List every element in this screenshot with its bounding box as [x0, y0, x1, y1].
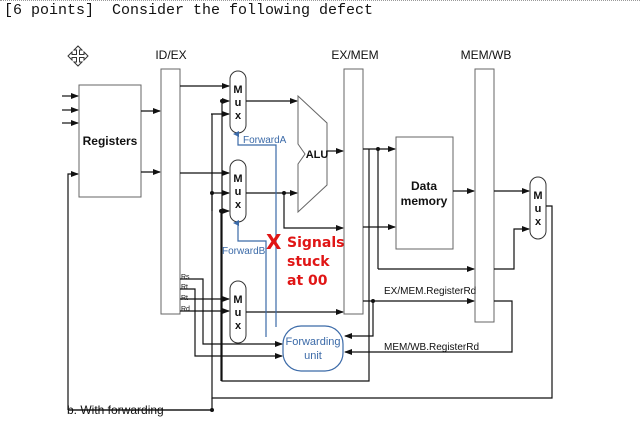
register-inputs [62, 93, 161, 410]
svg-text:x: x [235, 320, 242, 332]
registers-label: Registers [83, 134, 138, 148]
rs-label: Rs [181, 274, 190, 281]
svg-text:M: M [533, 190, 542, 202]
junction-dots [210, 99, 380, 412]
mux-rd: M u x [229, 280, 247, 344]
alu: ALU [297, 94, 329, 214]
svg-text:u: u [235, 97, 242, 109]
svg-text:M: M [233, 294, 242, 306]
id-ex-label: ID/EX [155, 48, 186, 62]
rt-label-2: Rt [181, 295, 188, 302]
datapath-wires [68, 83, 553, 411]
data-memory: Data memory [395, 136, 454, 250]
svg-text:x: x [235, 199, 242, 211]
mem-wb-register [474, 68, 495, 323]
ex-mem-registerrd-label: EX/MEM.RegisterRd [384, 286, 476, 297]
svg-text:u: u [535, 203, 542, 215]
registers-block [78, 84, 142, 198]
svg-text:M: M [233, 84, 242, 96]
mux-a: M u x [229, 70, 247, 134]
defect-text-line2: stuck [287, 254, 330, 270]
mux-writeback: M u x [529, 176, 547, 240]
mem-wb-registerrd-label: MEM/WB.RegisterRd [384, 342, 479, 353]
svg-text:u: u [235, 186, 242, 198]
ex-mem-label: EX/MEM [331, 48, 378, 62]
forwarding-control-wires [233, 131, 277, 337]
svg-text:u: u [235, 307, 242, 319]
svg-text:Data: Data [411, 179, 437, 193]
mux-b: M u x [229, 159, 247, 223]
question-header: [6 points] Consider the following defect [4, 2, 374, 19]
forwarding-unit: Forwarding unit [282, 325, 344, 372]
svg-text:M: M [233, 173, 242, 185]
ex-mem-register [343, 68, 364, 315]
top-divider [0, 0, 640, 1]
svg-text:x: x [535, 216, 542, 228]
mem-wb-label: MEM/WB [461, 48, 512, 62]
svg-text:x: x [235, 110, 242, 122]
forward-a-label: ForwardA [243, 135, 287, 146]
defect-x-marker: X [266, 230, 282, 254]
rd-label: Rd [181, 306, 190, 313]
id-ex-register [160, 68, 181, 315]
svg-text:ALU: ALU [306, 149, 329, 161]
defect-text-line1: Signals [287, 235, 344, 251]
rt-label-1: Rt [181, 284, 188, 291]
svg-text:memory: memory [401, 194, 448, 208]
figure-caption: b. With forwarding [67, 403, 164, 417]
defect-text-line3: at 00 [287, 273, 328, 289]
svg-text:unit: unit [304, 350, 322, 362]
svg-text:Forwarding: Forwarding [285, 336, 340, 348]
four-way-arrow-icon[interactable] [67, 45, 89, 67]
forward-b-label: ForwardB [222, 246, 266, 257]
